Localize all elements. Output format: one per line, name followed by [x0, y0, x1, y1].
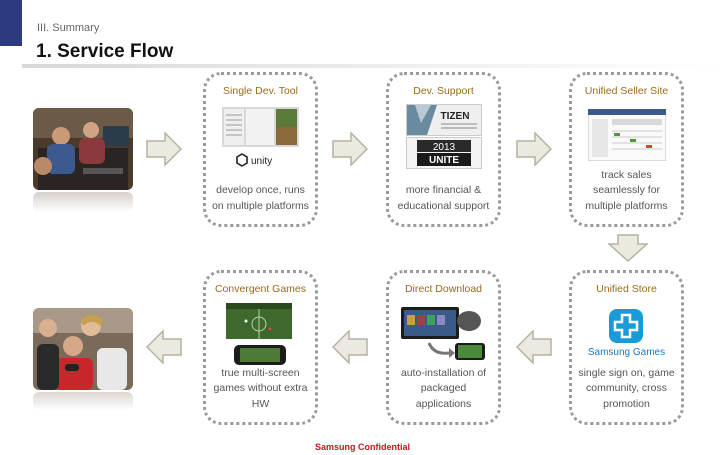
- multi-screen-icon: [226, 303, 296, 367]
- unite-logo-text: UNITE: [429, 155, 459, 166]
- page-title: 1. Service Flow: [36, 41, 173, 63]
- step-title: Unified Store: [572, 283, 681, 295]
- step-description: develop once, runs on multiple platforms: [210, 183, 311, 214]
- unity-screenshot: [222, 107, 299, 147]
- arrow-right-icon: [516, 132, 552, 166]
- unity-logo: unity: [236, 153, 296, 167]
- step-convergent-games: Convergent Games true multi-screen games…: [203, 270, 318, 425]
- arrow-down-icon: [608, 234, 648, 262]
- step-title: Dev. Support: [389, 85, 498, 97]
- unite-conference-banner: 2013 UNITE: [406, 137, 482, 169]
- arrow-left-icon: [516, 330, 552, 364]
- step-title: Direct Download: [389, 283, 498, 295]
- corner-accent-block: [0, 0, 22, 46]
- seller-site-screenshot: [588, 109, 666, 161]
- step-description: track sales seamlessly for multiple plat…: [576, 168, 677, 215]
- developers-photo-reflection: [33, 192, 133, 212]
- step-description: more financial & educational support: [393, 183, 494, 214]
- step-title: Single Dev. Tool: [206, 85, 315, 97]
- samsung-games-icon: [609, 309, 643, 343]
- tv-download-icon: [399, 303, 489, 361]
- samsung-games-label: Samsung Games: [572, 347, 681, 358]
- section-label: III. Summary: [37, 22, 99, 34]
- unity-logo-text: unity: [251, 156, 272, 167]
- arrow-right-icon: [332, 132, 368, 166]
- gamers-photo: [33, 308, 133, 390]
- step-direct-download: Direct Download auto-installation of pac…: [386, 270, 501, 425]
- unite-year: 2013: [433, 142, 456, 153]
- title-divider: [22, 64, 725, 68]
- arrow-right-icon: [146, 132, 182, 166]
- step-title: Convergent Games: [206, 283, 315, 295]
- step-dev-support: Dev. Support TIZEN 2013 UNITE more finan…: [386, 72, 501, 227]
- step-description: single sign on, game community, cross pr…: [576, 366, 677, 413]
- tizen-logo-text: TIZEN: [441, 111, 470, 122]
- step-unified-store: Unified Store Samsung Games single sign …: [569, 270, 684, 425]
- confidential-footer: Samsung Confidential: [0, 442, 725, 452]
- step-unified-seller-site: Unified Seller Site track sales seamless…: [569, 72, 684, 227]
- step-description: auto-installation of packaged applicatio…: [393, 366, 494, 413]
- step-title: Unified Seller Site: [572, 85, 681, 97]
- step-description: true multi-screen games without extra HW: [210, 366, 311, 413]
- tizen-conference-banner: TIZEN: [406, 104, 482, 136]
- gamers-photo-reflection: [33, 392, 133, 410]
- developers-photo: [33, 108, 133, 190]
- arrow-left-icon: [146, 330, 182, 364]
- step-single-dev-tool: Single Dev. Tool unity develop once, run…: [203, 72, 318, 227]
- arrow-left-icon: [332, 330, 368, 364]
